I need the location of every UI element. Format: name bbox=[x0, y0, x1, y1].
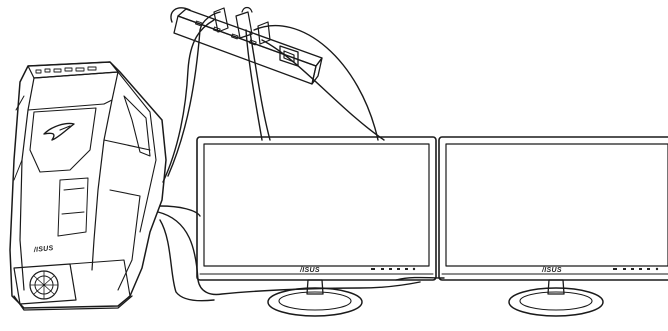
monitor-left-bezel bbox=[196, 136, 437, 281]
pc-tower: /ISUS bbox=[9, 61, 167, 311]
monitor-left-buttons bbox=[371, 267, 416, 271]
monitor1-power-cable-b bbox=[245, 29, 263, 141]
video-cable-4 bbox=[395, 276, 445, 281]
pc-power-cable-b bbox=[162, 19, 215, 183]
monitor-right-bezel bbox=[438, 136, 668, 281]
video-cable-1 bbox=[159, 205, 201, 217]
rog-logo bbox=[43, 122, 75, 141]
monitor-left: /ISUS bbox=[196, 136, 437, 317]
monitor-right-neck bbox=[547, 279, 565, 295]
pc-side-brand: /ISUS bbox=[32, 245, 53, 254]
monitor-right-buttons bbox=[613, 267, 659, 271]
video-cable-3 bbox=[159, 219, 215, 302]
cables bbox=[157, 11, 445, 302]
pc-fan-grille bbox=[13, 263, 77, 305]
monitor-left-screen bbox=[203, 143, 430, 267]
monitor-left-base bbox=[267, 287, 363, 317]
plug-1 bbox=[213, 7, 229, 33]
monitor1-power-cable bbox=[249, 31, 271, 141]
monitor-right: /ISUS bbox=[438, 136, 668, 317]
monitor-left-brand: /ISUS bbox=[299, 267, 320, 274]
power-strip bbox=[170, 6, 323, 85]
pc-front-ports bbox=[35, 66, 97, 74]
pc-power-cable bbox=[167, 11, 221, 177]
monitor2-power-cable-b bbox=[253, 24, 379, 141]
plug-3 bbox=[257, 21, 271, 45]
monitor-right-base bbox=[508, 287, 604, 317]
monitor-right-screen bbox=[445, 143, 668, 267]
plug-2 bbox=[235, 6, 253, 39]
monitor-right-brand: /ISUS bbox=[541, 267, 562, 274]
video-cable-2 bbox=[157, 211, 421, 296]
monitor2-power-cable bbox=[261, 39, 385, 141]
monitor-left-neck bbox=[306, 279, 324, 295]
